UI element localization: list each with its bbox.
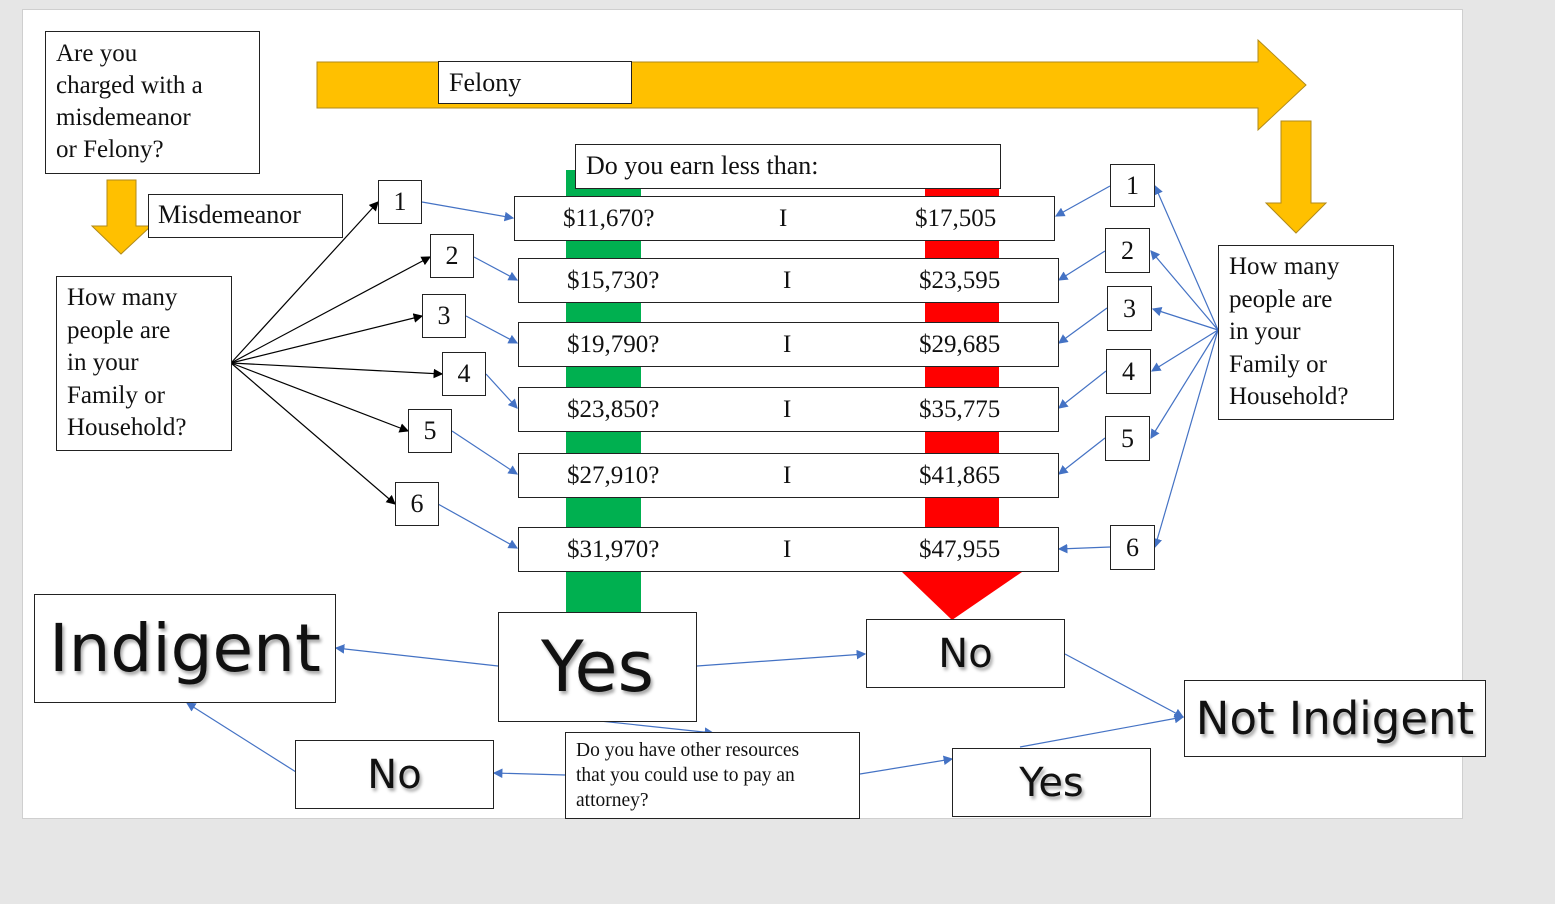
right-size-5: 5	[1105, 416, 1150, 461]
felony-limit: $23,595	[919, 266, 1001, 294]
yes-answer-resources: Yes	[952, 748, 1151, 817]
right-size-3: 3	[1107, 286, 1152, 331]
felony-limit: $17,505	[915, 204, 997, 232]
not-indigent-outcome: Not Indigent	[1184, 680, 1486, 757]
felony-label-box: Felony	[438, 61, 632, 104]
left-size-6: 6	[395, 482, 439, 526]
left-size-1: 1	[378, 180, 422, 224]
misdemeanor-limit: $19,790?	[567, 330, 660, 358]
misdemeanor-limit: $11,670?	[563, 204, 655, 232]
felony-limit: $41,865	[919, 461, 1001, 489]
felony-limit: $47,955	[919, 535, 1001, 563]
row-separator: I	[783, 535, 792, 563]
felony-label: Felony	[449, 68, 522, 97]
row-separator: I	[783, 330, 792, 358]
indigent-outcome: Indigent	[34, 594, 336, 703]
income-row-4: $23,850? I $35,775	[518, 387, 1059, 432]
charge-question-box: Are you charged with a misdemeanor or Fe…	[45, 31, 260, 174]
misdemeanor-limit: $23,850?	[567, 395, 660, 423]
right-size-2: 2	[1105, 228, 1150, 273]
misdemeanor-limit: $31,970?	[567, 535, 660, 563]
income-row-1: $11,670? I $17,505	[514, 196, 1055, 241]
earn-question-label: Do you earn less than:	[586, 151, 819, 180]
income-row-5: $27,910? I $41,865	[518, 453, 1059, 498]
felony-limit: $29,685	[919, 330, 1001, 358]
income-row-3: $19,790? I $29,685	[518, 322, 1059, 367]
left-size-4: 4	[442, 352, 486, 396]
no-answer-main: No	[866, 619, 1065, 688]
household-question-left: How many people are in your Family or Ho…	[56, 276, 232, 451]
felony-limit: $35,775	[919, 395, 1001, 423]
misdemeanor-label-box: Misdemeanor	[148, 194, 343, 238]
misdemeanor-limit: $15,730?	[567, 266, 660, 294]
row-separator: I	[783, 266, 792, 294]
row-separator: I	[779, 204, 788, 232]
left-size-3: 3	[422, 294, 466, 338]
misdemeanor-limit: $27,910?	[567, 461, 660, 489]
earn-question-box: Do you earn less than:	[575, 144, 1001, 189]
right-size-1: 1	[1110, 164, 1155, 207]
left-size-2: 2	[430, 234, 474, 278]
right-size-4: 4	[1106, 349, 1151, 394]
right-size-6: 6	[1110, 525, 1155, 570]
no-answer-resources: No	[295, 740, 494, 809]
household-question-right: How many people are in your Family or Ho…	[1218, 245, 1394, 420]
left-size-5: 5	[408, 409, 452, 453]
yes-answer-main: Yes	[498, 612, 697, 722]
income-row-2: $15,730? I $23,595	[518, 258, 1059, 303]
row-separator: I	[783, 395, 792, 423]
row-separator: I	[783, 461, 792, 489]
misdemeanor-label: Misdemeanor	[158, 200, 301, 229]
resources-question-box: Do you have other resources that you cou…	[565, 732, 860, 819]
income-row-6: $31,970? I $47,955	[518, 527, 1059, 572]
